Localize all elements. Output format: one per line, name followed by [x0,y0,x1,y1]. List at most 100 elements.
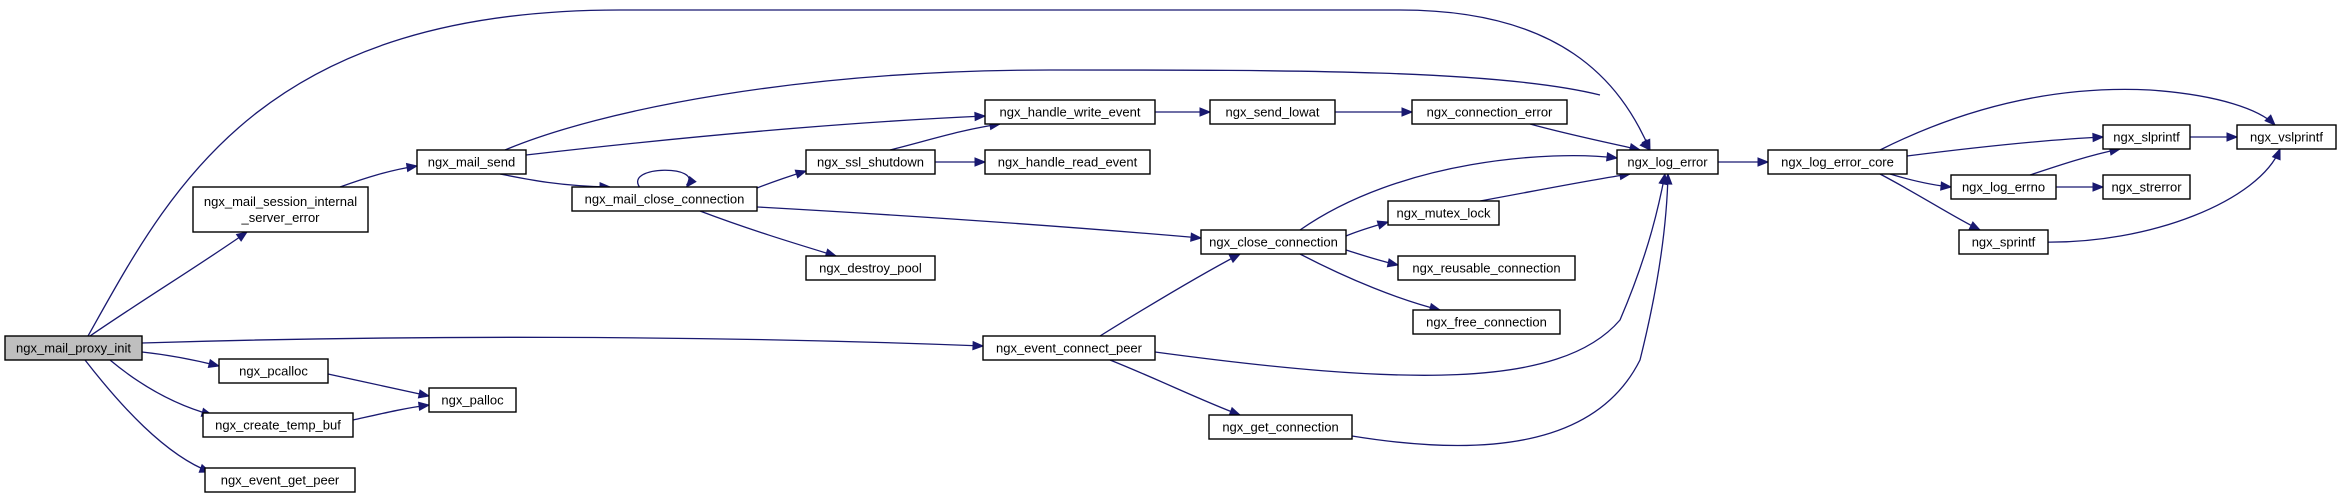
node-ngx-mail-proxy-init[interactable]: ngx_mail_proxy_init [4,335,143,361]
node-ngx-log-errno[interactable]: ngx_log_errno [1950,174,2057,200]
node-ngx-free-connection-box[interactable] [1412,309,1561,335]
node-ngx-destroy-pool-box[interactable] [805,255,936,281]
node-ngx-destroy-pool[interactable]: ngx_destroy_pool [805,255,936,281]
node-ngx-get-connection-box[interactable] [1208,414,1353,440]
node-ngx-reusable-connection[interactable]: ngx_reusable_connection [1397,255,1576,281]
node-ngx-palloc[interactable]: ngx_palloc [428,387,517,413]
node-ngx-close-connection[interactable]: ngx_close_connection [1200,229,1347,255]
edge-ngx-mail-close-connection-to-ngx-mail-close-connection [636,169,697,189]
node-ngx-ssl-shutdown[interactable]: ngx_ssl_shutdown [805,149,936,175]
node-ngx-handle-write-event[interactable]: ngx_handle_write_event [984,99,1156,125]
edge-ngx-create-temp-buf-to-ngx-palloc-line [352,404,430,421]
node-ngx-create-temp-buf-box[interactable] [202,412,354,438]
edge-ngx-pcalloc-to-ngx-palloc-line [327,373,430,397]
edge-ngx-mail-proxy-init-to-ngx-event-get-peer [84,359,212,473]
node-ngx-pcalloc-box[interactable] [218,358,329,384]
node-ngx-vslprintf[interactable]: ngx_vslprintf [2236,124,2337,150]
node-ngx-reusable-connection-box[interactable] [1397,255,1576,281]
edge-ngx-log-error-core-to-ngx-slprintf [1906,132,2105,157]
edge-ngx-connection-error-to-ngx-log-error [1529,123,1642,153]
node-ngx-event-connect-peer-label: ngx_event_connect_peer [996,340,1143,355]
node-ngx-mail-close-connection[interactable]: ngx_mail_close_connection [571,186,758,212]
edge-ngx-mail-close-connection-to-ngx-mail-close-connection-line [636,169,690,188]
node-ngx-mail-proxy-init-box[interactable] [4,335,143,361]
edge-ngx-mail-proxy-init-to-ngx-create-temp-buf-line [109,359,213,416]
edge-ngx-mail-close-connection-to-ngx-mail-close-connection-arrowhead [685,175,697,189]
node-ngx-strerror-box[interactable] [2102,174,2191,200]
node-ngx-event-get-peer[interactable]: ngx_event_get_peer [204,467,356,493]
node-ngx-sprintf[interactable]: ngx_sprintf [1958,229,2049,255]
edge-ngx-slprintf-to-ngx-vslprintf-arrowhead [2226,132,2239,142]
node-ngx-palloc-label: ngx_palloc [441,392,504,407]
edge-ngx-mail-proxy-init-to-ngx-pcalloc-line [141,351,220,367]
node-ngx-strerror[interactable]: ngx_strerror [2102,174,2191,200]
node-ngx-event-connect-peer[interactable]: ngx_event_connect_peer [982,335,1156,361]
node-ngx-mutex-lock[interactable]: ngx_mutex_lock [1387,200,1500,226]
node-ngx-get-connection[interactable]: ngx_get_connection [1208,414,1353,440]
node-ngx-close-connection-box[interactable] [1200,229,1347,255]
edge-ngx-mail-close-connection-to-ngx-ssl-shutdown [756,169,808,189]
node-ngx-event-connect-peer-box[interactable] [982,335,1156,361]
node-ngx-log-error-label: ngx_log_error [1627,154,1708,169]
node-ngx-mail-session-internal-server-error-box[interactable] [192,186,369,233]
edge-ngx-log-error-to-ngx-log-error-core [1718,157,1770,167]
node-ngx-mail-send-box[interactable] [416,149,527,175]
edge-ngx-mail-proxy-init-to-ngx-event-connect-peer-arrowhead [972,340,985,351]
node-ngx-free-connection-label: ngx_free_connection [1426,314,1547,329]
edge-ngx-event-connect-peer-to-ngx-get-connection-line [1109,359,1241,416]
node-ngx-event-get-peer-label: ngx_event_get_peer [221,472,340,487]
node-ngx-free-connection[interactable]: ngx_free_connection [1412,309,1561,335]
edge-ngx-log-errno-to-ngx-strerror-arrowhead [2092,182,2105,192]
node-ngx-handle-read-event-box[interactable] [984,149,1151,175]
node-ngx-connection-error[interactable]: ngx_connection_error [1411,99,1568,125]
node-ngx-close-connection-label: ngx_close_connection [1209,234,1338,249]
edge-ngx-slprintf-to-ngx-vslprintf [2189,132,2239,142]
node-ngx-slprintf[interactable]: ngx_slprintf [2102,124,2191,150]
node-ngx-handle-read-event[interactable]: ngx_handle_read_event [984,149,1151,175]
node-ngx-ssl-shutdown-label: ngx_ssl_shutdown [817,154,924,169]
node-ngx-mail-close-connection-box[interactable] [571,186,758,212]
node-ngx-connection-error-box[interactable] [1411,99,1568,125]
node-ngx-event-get-peer-box[interactable] [204,467,356,493]
edge-ngx-sprintf-to-ngx-vslprintf-arrowhead [2271,147,2281,161]
node-ngx-send-lowat[interactable]: ngx_send_lowat [1209,99,1336,125]
node-ngx-log-error-box[interactable] [1616,149,1719,175]
edge-ngx-log-error-core-to-ngx-sprintf-line [1879,173,1981,231]
node-ngx-log-errno-box[interactable] [1950,174,2057,200]
node-ngx-log-error-core[interactable]: ngx_log_error_core [1767,149,1908,175]
edge-ngx-get-connection-to-ngx-log-error-arrowhead [1663,172,1673,185]
node-ngx-mail-send[interactable]: ngx_mail_send [416,149,527,175]
edge-ngx-event-connect-peer-to-ngx-log-error-line [1154,173,1666,376]
edge-ngx-log-errno-to-ngx-strerror [2055,182,2105,192]
node-ngx-palloc-box[interactable] [428,387,517,413]
node-ngx-ssl-shutdown-box[interactable] [805,149,936,175]
edge-ngx-mail-proxy-init-to-ngx-mail-session-internal-server-error [89,231,249,337]
edge-ngx-handle-write-event-to-ngx-send-lowat-arrowhead [1199,107,1212,117]
edge-ngx-mail-proxy-init-to-ngx-mail-session-internal-server-error-arrowhead [235,231,249,242]
node-ngx-log-error[interactable]: ngx_log_error [1616,149,1719,175]
edge-ngx-mail-close-connection-to-ngx-close-connection-arrowhead [1190,232,1203,242]
edge-ngx-get-connection-to-ngx-log-error-line [1351,173,1669,447]
node-ngx-handle-read-event-label: ngx_handle_read_event [998,154,1138,169]
edge-ngx-ssl-shutdown-to-ngx-handle-write-event [889,120,1002,151]
node-ngx-sprintf-label: ngx_sprintf [1972,234,2036,249]
node-ngx-mail-session-internal-server-error-label-line-1: ngx_mail_session_internal [204,194,357,209]
node-ngx-vslprintf-box[interactable] [2236,124,2337,150]
node-ngx-mail-session-internal-server-error[interactable]: ngx_mail_session_internal_server_error [192,186,369,233]
node-ngx-slprintf-box[interactable] [2102,124,2191,150]
node-ngx-slprintf-label: ngx_slprintf [2113,129,2180,144]
node-ngx-create-temp-buf[interactable]: ngx_create_temp_buf [202,412,354,438]
node-ngx-send-lowat-box[interactable] [1209,99,1336,125]
edge-ngx-event-connect-peer-to-ngx-close-connection-arrowhead [1228,253,1242,264]
edge-ngx-close-connection-to-ngx-log-error-line [1299,155,1618,231]
node-ngx-mutex-lock-box[interactable] [1387,200,1500,226]
edge-ngx-mutex-lock-to-ngx-log-error-line [1479,173,1631,202]
node-ngx-sprintf-box[interactable] [1958,229,2049,255]
node-ngx-mutex-lock-label: ngx_mutex_lock [1397,205,1491,220]
node-ngx-pcalloc[interactable]: ngx_pcalloc [218,358,329,384]
node-ngx-log-error-core-box[interactable] [1767,149,1908,175]
node-ngx-handle-write-event-box[interactable] [984,99,1156,125]
node-ngx-reusable-connection-label: ngx_reusable_connection [1412,260,1560,275]
